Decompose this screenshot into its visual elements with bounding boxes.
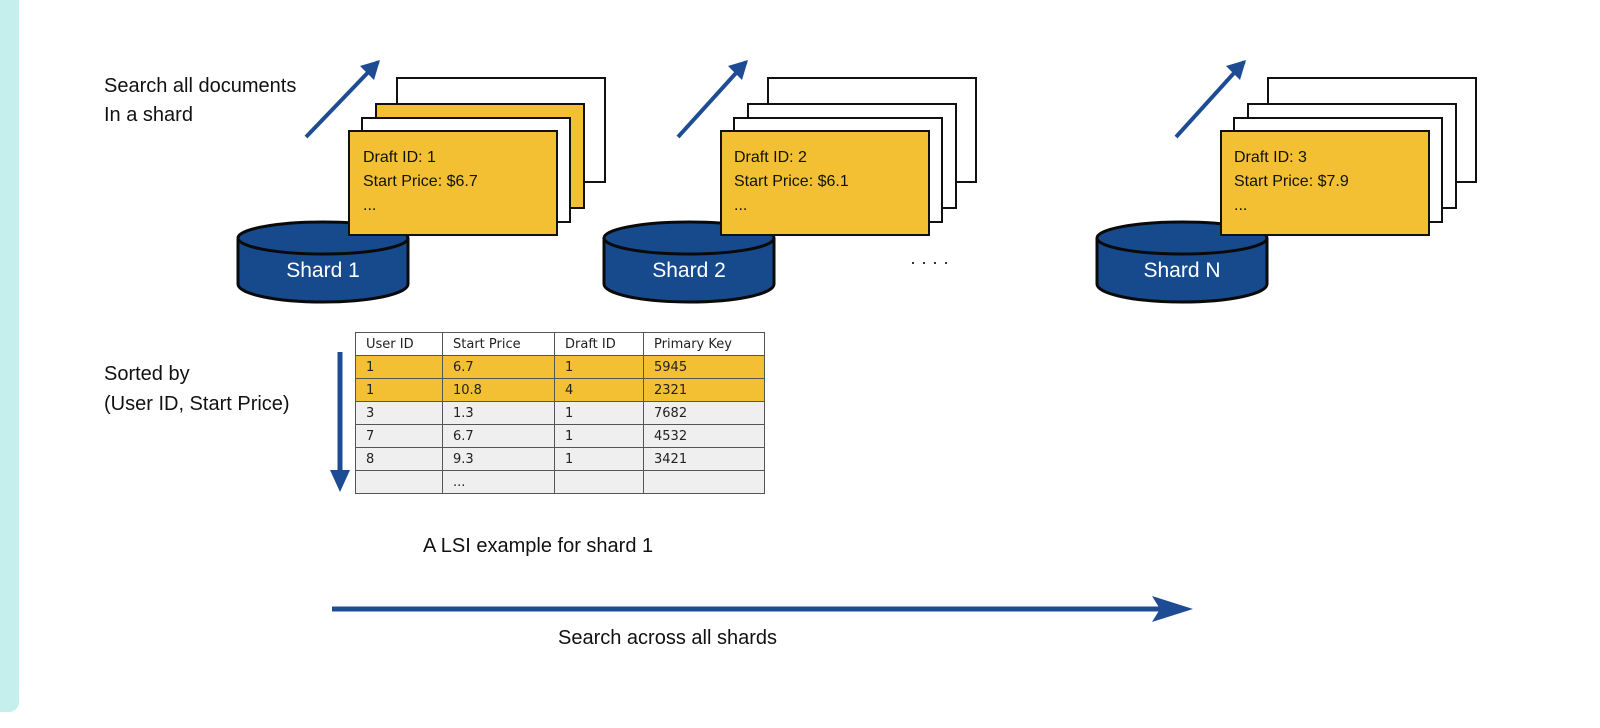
table-cell: 1	[554, 401, 644, 425]
shard-label: Shard 1	[286, 259, 360, 282]
table-cell	[643, 470, 765, 494]
search-in-shard-label-line2: In a shard	[104, 104, 193, 126]
document-card-front	[720, 130, 930, 236]
table-cell: 2321	[643, 378, 765, 402]
document-card-front	[1220, 130, 1430, 236]
arrowhead	[360, 60, 380, 80]
column-header-primary-key: Primary Key	[643, 332, 765, 356]
shard-label: Shard N	[1143, 259, 1221, 282]
table-cell: 1	[355, 355, 443, 379]
lsi-caption: A LSI example for shard 1	[423, 535, 654, 557]
doc-start-price: Start Price: $6.1	[734, 173, 849, 190]
table-row: 7 6.7 1 4532	[355, 424, 765, 448]
table-cell: 1	[554, 447, 644, 471]
table-row: ...	[355, 470, 765, 494]
table-header-row: User ID Start Price Draft ID Primary Key	[355, 332, 765, 356]
doc-more: ...	[734, 197, 748, 214]
table-cell: 1	[554, 355, 644, 379]
search-across-label: Search across all shards	[558, 627, 777, 649]
accent-bar	[0, 0, 19, 712]
table-cell	[554, 470, 644, 494]
table-cell	[355, 470, 443, 494]
doc-more: ...	[1234, 197, 1248, 214]
document-card-front	[348, 130, 558, 236]
table-cell: 8	[355, 447, 443, 471]
table-cell: 10.8	[442, 378, 555, 402]
column-header-draft-id: Draft ID	[554, 332, 644, 356]
table-cell: 6.7	[442, 424, 555, 448]
table-cell: 1	[554, 424, 644, 448]
table-cell: 3	[355, 401, 443, 425]
doc-more: ...	[363, 197, 377, 214]
table-cell: 7	[355, 424, 443, 448]
doc-draft-id: Draft ID: 3	[1234, 149, 1307, 166]
arrowhead	[1152, 596, 1193, 622]
search-in-shard-arrow	[1174, 60, 1246, 139]
shard-2-group	[602, 60, 977, 304]
column-header-user-id: User ID	[355, 332, 443, 356]
table-cell: 9.3	[442, 447, 555, 471]
more-shards-ellipsis: · · · ·	[910, 252, 949, 272]
shard-n-group	[1095, 60, 1477, 304]
sorted-by-label-line2: (User ID, Start Price)	[104, 393, 290, 415]
doc-draft-id: Draft ID: 2	[734, 149, 807, 166]
arrowhead	[330, 470, 350, 492]
arrowhead	[1226, 60, 1246, 80]
doc-start-price: Start Price: $6.7	[363, 173, 478, 190]
table-cell: 4	[554, 378, 644, 402]
table-cell: ...	[442, 470, 555, 494]
table-cell: 1	[355, 378, 443, 402]
search-in-shard-arrow	[304, 60, 380, 139]
doc-draft-id: Draft ID: 1	[363, 149, 436, 166]
search-in-shard-arrow	[676, 60, 748, 139]
table-cell: 6.7	[442, 355, 555, 379]
lsi-table: User ID Start Price Draft ID Primary Key…	[355, 332, 765, 494]
doc-start-price: Start Price: $7.9	[1234, 173, 1349, 190]
arrowhead	[728, 60, 748, 80]
table-cell: 5945	[643, 355, 765, 379]
shard-1-group	[236, 60, 606, 304]
table-row: 1 6.7 1 5945	[355, 355, 765, 379]
table-cell: 4532	[643, 424, 765, 448]
sorted-by-label-line1: Sorted by	[104, 363, 190, 385]
table-row: 3 1.3 1 7682	[355, 401, 765, 425]
column-header-start-price: Start Price	[442, 332, 555, 356]
table-cell: 7682	[643, 401, 765, 425]
table-cell: 3421	[643, 447, 765, 471]
search-in-shard-label-line1: Search all documents	[104, 75, 297, 97]
table-row: 8 9.3 1 3421	[355, 447, 765, 471]
shard-label: Shard 2	[652, 259, 726, 282]
table-cell: 1.3	[442, 401, 555, 425]
table-row: 1 10.8 4 2321	[355, 378, 765, 402]
